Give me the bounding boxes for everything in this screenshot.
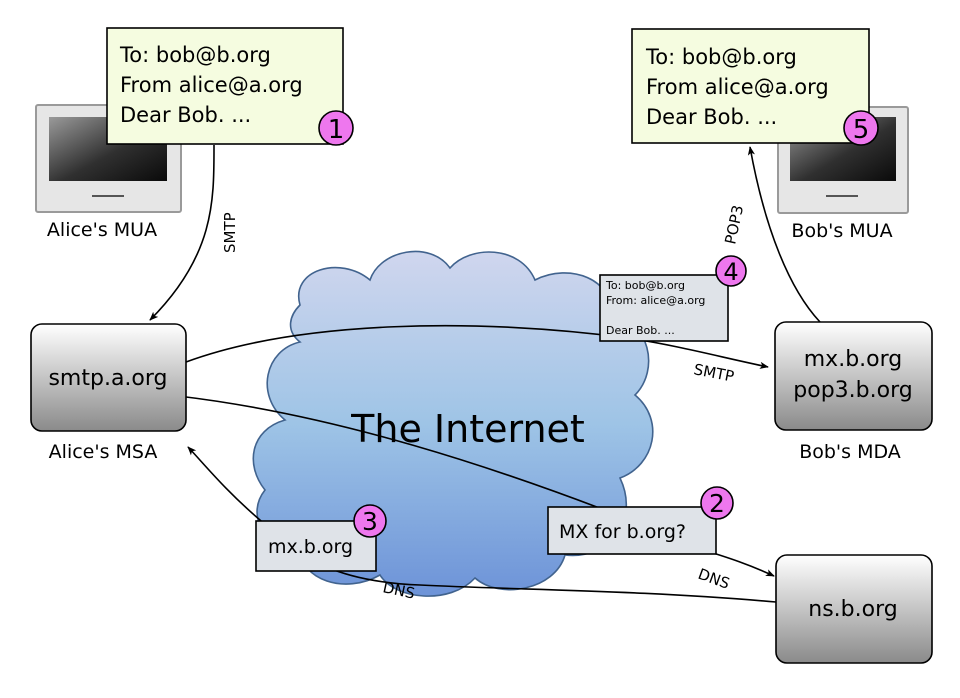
step-number-1: 1 xyxy=(328,115,345,145)
mda-server-box xyxy=(774,321,933,431)
msa-server-box xyxy=(30,323,187,432)
note1-line-1: To: bob@b.org xyxy=(119,43,271,67)
note-step-1: To: bob@b.org From alice@a.org Dear Bob.… xyxy=(106,27,354,146)
step-number-2: 2 xyxy=(709,489,725,518)
mda-caption: Bob's MDA xyxy=(799,441,901,463)
step-badge-1 xyxy=(318,110,354,146)
cloud-label: The Internet xyxy=(350,407,585,451)
note5-line-1: To: bob@b.org xyxy=(645,45,797,69)
step-number-5: 5 xyxy=(853,115,870,145)
note2-text: MX for b.org? xyxy=(559,521,686,543)
dns-answer-arrow xyxy=(187,446,261,521)
smtp-msa-to-mda-line xyxy=(185,324,629,363)
step-badge-2 xyxy=(700,486,734,520)
note-step-3: mx.b.org 3 xyxy=(255,504,387,572)
alice-mua-caption: Alice's MUA xyxy=(47,219,157,241)
mda-line-2: pop3.b.org xyxy=(793,378,912,403)
step-badge-3 xyxy=(353,504,387,538)
smtp-label: SMTP xyxy=(692,360,735,385)
pop3-label: POP3 xyxy=(721,203,747,245)
note-step-2: MX for b.org? 2 xyxy=(547,486,734,555)
name-server: ns.b.org xyxy=(775,554,933,664)
note1-line-2: From alice@a.org xyxy=(120,73,303,97)
msa-label: smtp.a.org xyxy=(48,366,167,391)
step-badge-5 xyxy=(843,110,879,146)
bob-mua-caption: Bob's MUA xyxy=(791,220,892,242)
step-badge-4 xyxy=(715,255,747,287)
dns-right-label: DNS xyxy=(696,565,733,593)
smtp-vertical-label: SMTP xyxy=(221,212,239,253)
ns-label: ns.b.org xyxy=(808,597,897,622)
note4-line-4: Dear Bob. ... xyxy=(606,324,675,337)
smtp-vertical-arrow xyxy=(149,144,215,321)
note5-line-3: Dear Bob. ... xyxy=(646,105,777,129)
bob-mda: mx.b.org pop3.b.org Bob's MDA xyxy=(774,321,933,463)
mda-line-1: mx.b.org xyxy=(804,347,902,372)
pop3-arrow xyxy=(747,146,821,323)
msa-caption: Alice's MSA xyxy=(49,441,158,463)
note1-line-3: Dear Bob. ... xyxy=(120,103,251,127)
note-step-4: To: bob@b.org From: alice@a.org Dear Bob… xyxy=(599,255,747,342)
ns-server-box xyxy=(775,554,933,664)
step-number-3: 3 xyxy=(362,507,378,536)
note4-line-2: From: alice@a.org xyxy=(606,294,705,307)
dns-query-line xyxy=(177,395,611,513)
alice-msa: smtp.a.org Alice's MSA xyxy=(30,323,187,463)
note4-line-1: To: bob@b.org xyxy=(605,279,685,292)
note3-text: mx.b.org xyxy=(268,536,353,558)
note5-line-2: From alice@a.org xyxy=(646,75,829,99)
note-step-5: To: bob@b.org From alice@a.org Dear Bob.… xyxy=(631,28,879,146)
step-number-4: 4 xyxy=(723,258,738,286)
